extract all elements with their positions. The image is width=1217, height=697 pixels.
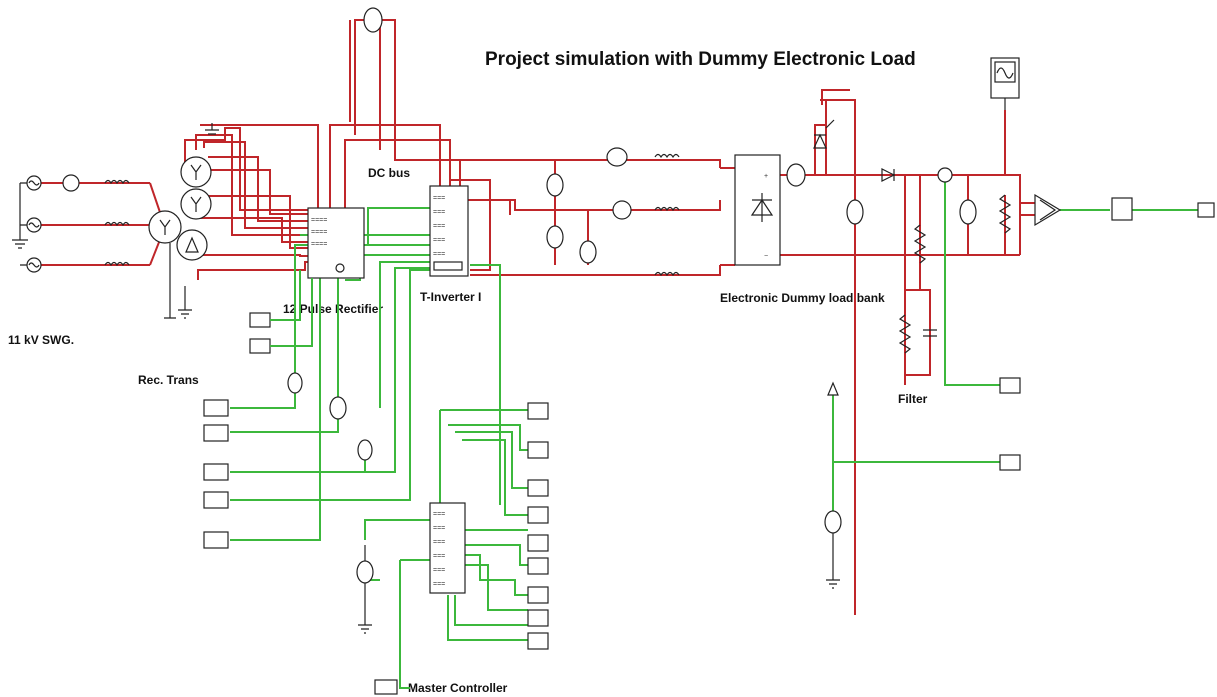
ground-icon <box>205 123 219 135</box>
inductor-icon <box>104 221 130 227</box>
svg-text:====: ==== <box>311 229 327 236</box>
inverter-block[interactable]: === === === === === <box>429 185 469 277</box>
meter-icon[interactable] <box>329 396 347 420</box>
label-dc-bus: DC bus <box>368 166 410 180</box>
measurement-block[interactable] <box>999 454 1021 471</box>
output-block[interactable] <box>527 479 549 497</box>
inductor-icon <box>104 179 130 185</box>
rectifier-block[interactable]: ==== ==== ==== <box>249 207 365 354</box>
input-block[interactable] <box>203 399 229 417</box>
inductor-icon <box>654 153 680 159</box>
svg-text:===: === <box>433 525 445 532</box>
label-master-controller: Master Controller <box>408 681 508 695</box>
power-wiring <box>40 18 1035 615</box>
output-block[interactable] <box>527 441 549 459</box>
ac-source-icon[interactable] <box>356 560 374 584</box>
bridge-rectifier-block[interactable]: + − <box>734 154 781 266</box>
inverter-output-group <box>546 147 680 277</box>
label-transformer: Rec. Trans <box>138 373 199 387</box>
ac-source-group <box>12 174 130 273</box>
master-controller-block[interactable]: === === === === === === <box>429 502 466 594</box>
meter-icon[interactable] <box>606 147 628 167</box>
input-block[interactable] <box>203 424 229 442</box>
output-block[interactable] <box>527 506 549 524</box>
current-source-group <box>824 381 842 589</box>
svg-text:===: === <box>433 209 445 216</box>
meter-icon[interactable] <box>546 173 564 197</box>
svg-text:====: ==== <box>311 217 327 224</box>
diode-icon[interactable] <box>881 168 896 182</box>
meter-icon[interactable] <box>579 240 597 264</box>
output-block[interactable] <box>527 632 549 650</box>
meter-icon[interactable] <box>62 174 80 192</box>
output-block[interactable] <box>527 402 549 420</box>
gate-block[interactable] <box>249 338 271 354</box>
label-source: 11 kV SWG. <box>8 333 74 347</box>
resistor-icon[interactable] <box>998 194 1012 234</box>
svg-text:===: === <box>433 237 445 244</box>
inductor-icon <box>104 261 130 267</box>
master-input-block[interactable] <box>374 679 398 695</box>
op-amp-icon[interactable] <box>1034 193 1062 227</box>
ac-source-icon[interactable] <box>824 510 842 534</box>
input-block[interactable] <box>203 531 229 549</box>
meter-icon[interactable] <box>363 7 383 33</box>
svg-text:===: === <box>433 251 445 258</box>
svg-text:====: ==== <box>311 241 327 248</box>
controller-outputs <box>527 402 549 650</box>
meter-icon[interactable] <box>959 199 977 225</box>
input-block[interactable] <box>203 491 229 509</box>
svg-text:===: === <box>433 581 445 588</box>
ground-icon <box>12 183 28 249</box>
label-rectifier: 12 Pulse Rectifier <box>283 302 383 316</box>
meter-icon[interactable] <box>846 199 864 225</box>
control-wiring <box>230 175 1200 689</box>
measurement-block[interactable] <box>999 377 1021 394</box>
diode-icon <box>750 193 774 222</box>
output-block[interactable] <box>527 557 549 575</box>
meter-icon[interactable] <box>612 200 632 220</box>
ground-icon <box>826 579 840 589</box>
transformer-icon[interactable] <box>148 156 212 319</box>
resistor-icon[interactable] <box>898 314 912 354</box>
output-block[interactable] <box>527 609 549 627</box>
control-inputs <box>203 372 373 549</box>
ground-icon <box>358 624 372 634</box>
meter-icon[interactable] <box>786 163 806 187</box>
dc-supply-group <box>356 545 374 634</box>
inductor-icon <box>654 271 680 277</box>
svg-text:−: − <box>764 253 768 260</box>
label-load-bank: Electronic Dummy load bank <box>720 291 885 305</box>
diagram-title: Project simulation with Dummy Electronic… <box>485 49 916 70</box>
input-block[interactable] <box>203 463 229 481</box>
svg-text:+: + <box>764 173 768 180</box>
svg-text:===: === <box>433 195 445 202</box>
svg-text:===: === <box>433 567 445 574</box>
inductor-icon <box>654 206 680 212</box>
meter-icon[interactable] <box>357 439 373 461</box>
output-label-box[interactable] <box>1197 202 1215 218</box>
output-block[interactable] <box>527 534 549 552</box>
svg-text:===: === <box>433 553 445 560</box>
label-filter: Filter <box>898 392 928 406</box>
output-block[interactable] <box>527 586 549 604</box>
meter-icon[interactable] <box>937 167 953 183</box>
output-block[interactable] <box>1111 197 1133 221</box>
capacitor-icon[interactable] <box>923 329 937 337</box>
svg-text:===: === <box>433 539 445 546</box>
label-inverter: T-Inverter I <box>420 290 481 304</box>
svg-text:===: === <box>433 511 445 518</box>
scope-icon[interactable] <box>990 57 1020 110</box>
meter-icon[interactable] <box>546 225 564 249</box>
thyristor-icon[interactable] <box>813 119 835 149</box>
gate-block[interactable] <box>249 312 271 328</box>
meter-icon[interactable] <box>287 372 303 394</box>
resistor-icon[interactable] <box>913 224 927 264</box>
svg-text:===: === <box>433 223 445 230</box>
